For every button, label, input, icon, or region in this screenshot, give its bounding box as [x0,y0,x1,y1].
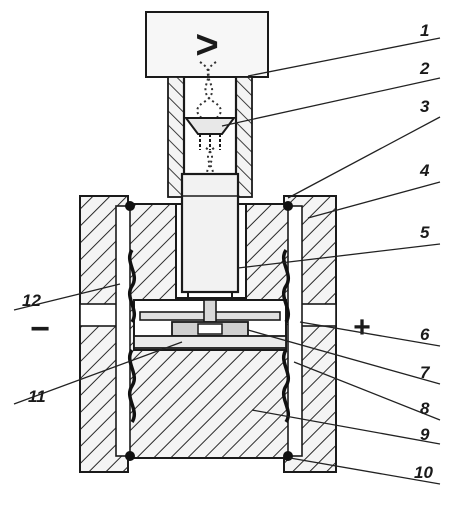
o-ring-seals [125,201,293,461]
label-7: 7 [420,363,431,382]
sensor-cavity [175,172,247,300]
amplifier-symbol: > [195,23,218,67]
label-2: 2 [419,59,430,78]
label-5: 5 [420,223,430,242]
seal-connector [184,117,236,150]
mid-chamber [133,299,287,351]
right-diaphragm [282,205,303,457]
label-1: 1 [420,21,429,40]
part-labels: 1 2 3 4 5 6 7 8 9 10 11 12 [22,21,433,482]
left-diaphragm [115,205,136,457]
label-11: 11 [28,387,46,406]
label-6: 6 [420,325,430,344]
label-9: 9 [420,425,430,444]
leader-lines [13,37,441,485]
label-8: 8 [420,399,430,418]
amplifier-box: > [145,11,269,78]
label-3: 3 [420,97,430,116]
plus-sign: + [353,311,371,344]
minus-sign: − [30,310,50,348]
label-12: 12 [22,291,41,310]
label-4: 4 [419,161,430,180]
upper-tube [167,76,253,198]
label-10: 10 [414,463,433,482]
